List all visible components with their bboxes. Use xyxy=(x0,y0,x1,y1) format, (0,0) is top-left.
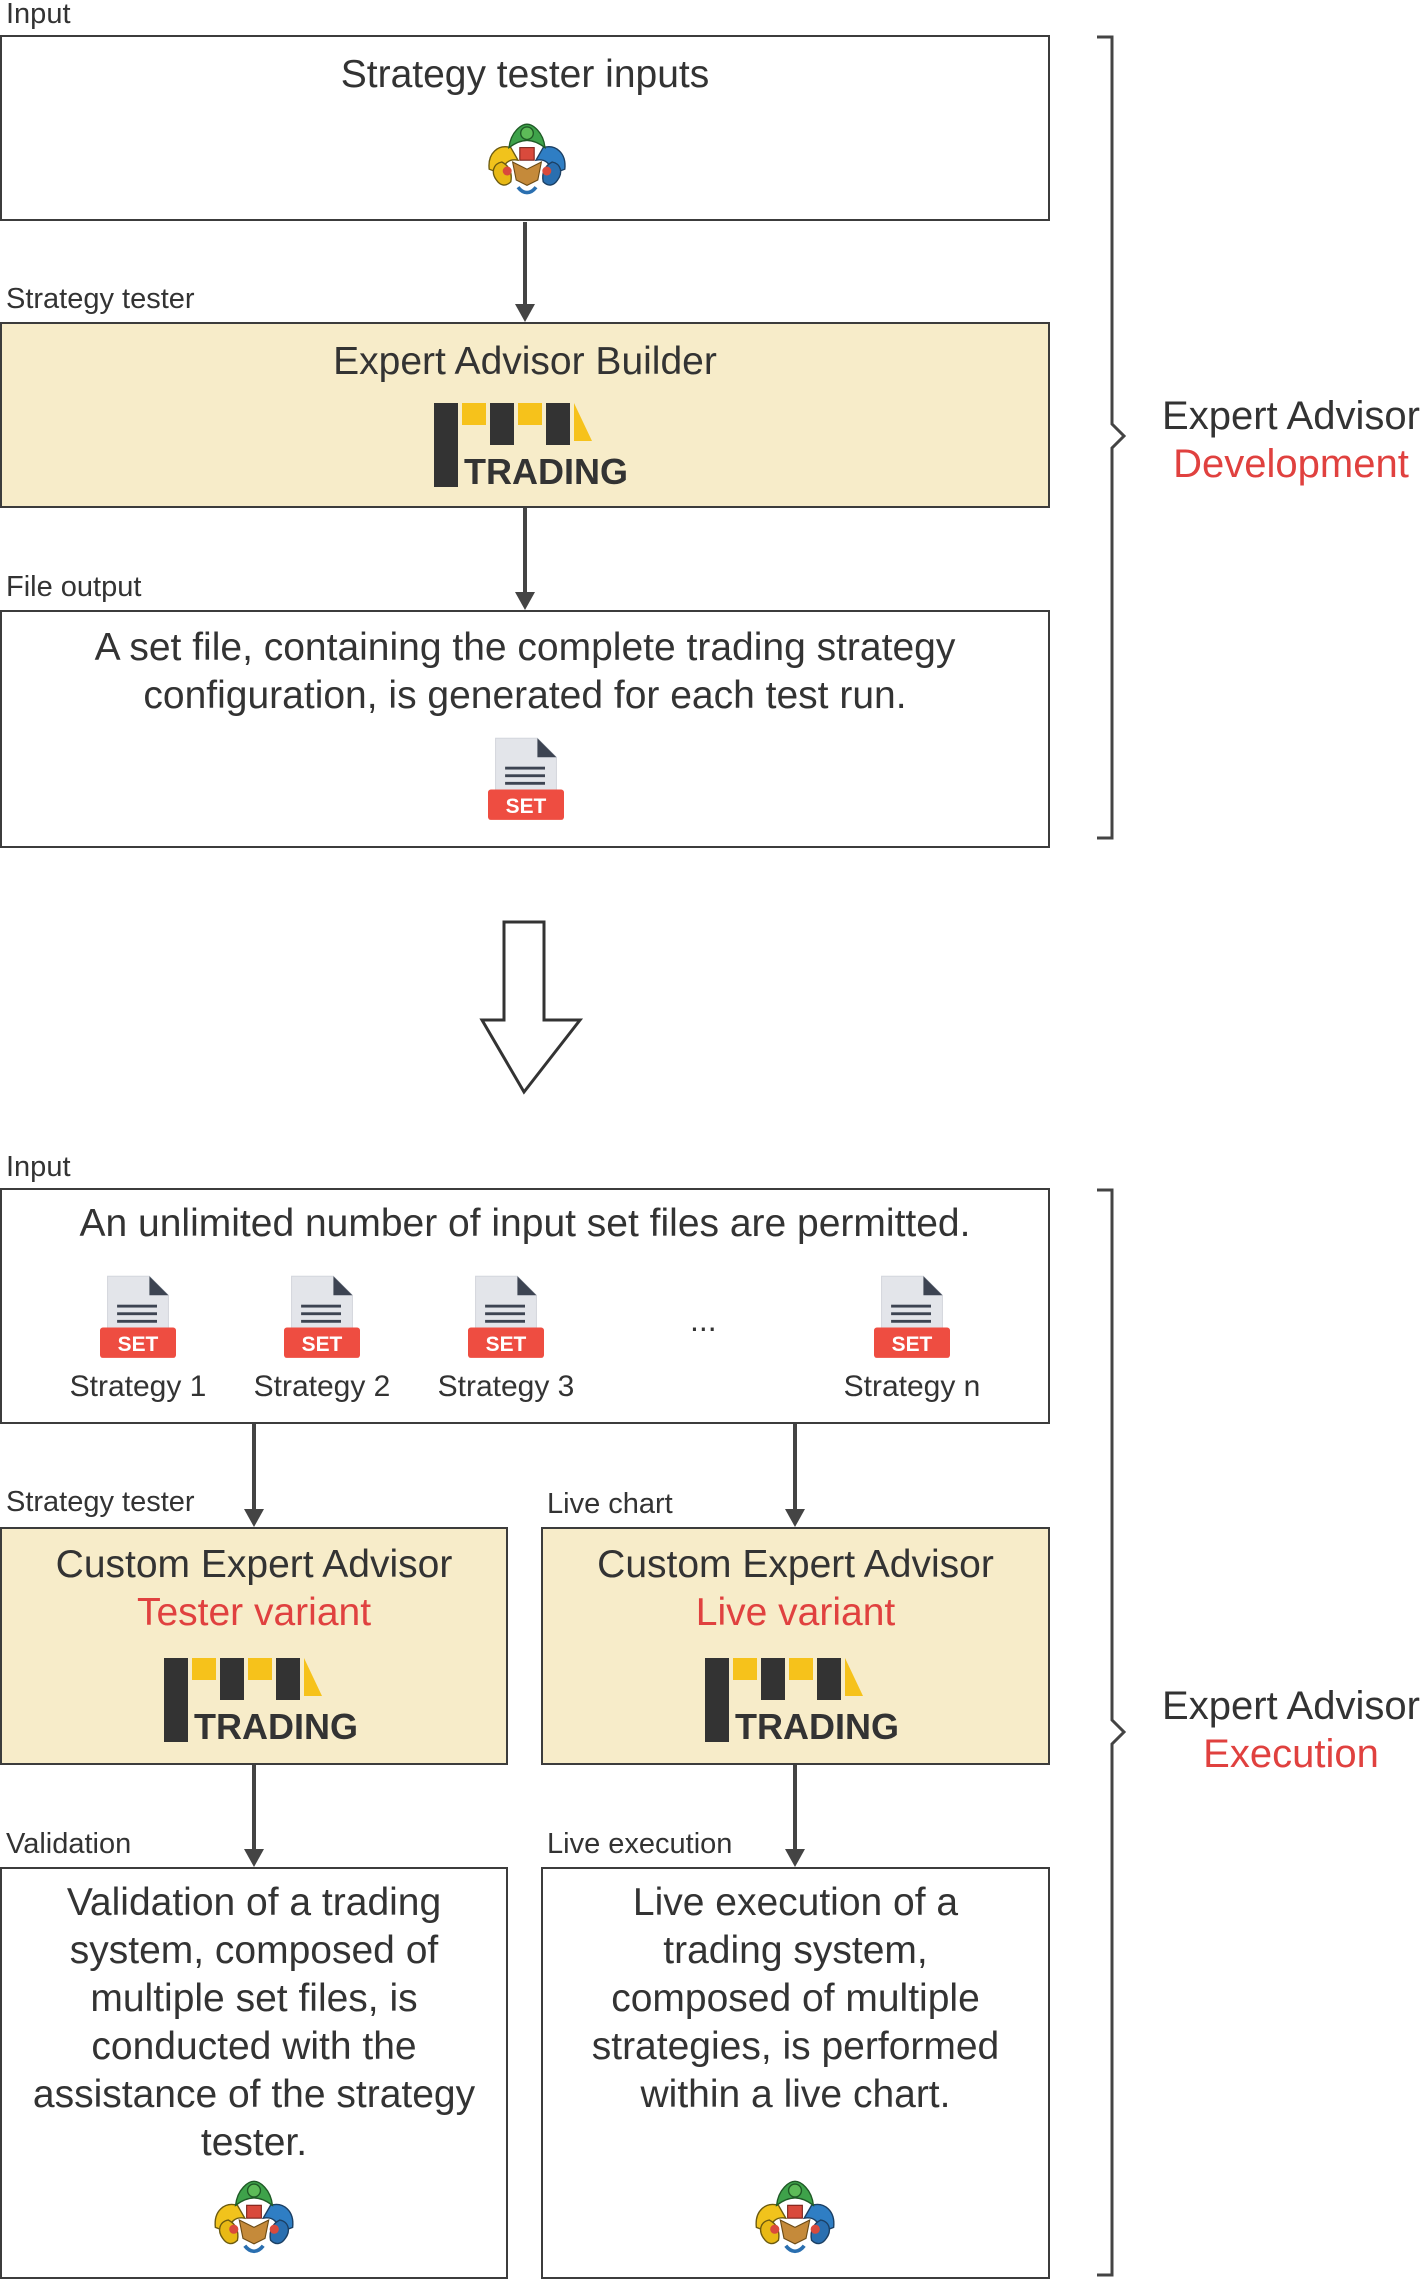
validation-box: Validation of a trading system, composed… xyxy=(0,1867,508,2279)
live-line-5: within a live chart. xyxy=(640,2073,951,2116)
builder-box: Expert Advisor Builder TRADING xyxy=(0,322,1050,508)
dev-connectors xyxy=(515,35,1127,840)
validation-line-4: conducted with the xyxy=(91,2025,417,2068)
set-badge-text: SET xyxy=(302,1333,343,1356)
trading-logo-text: TRADING xyxy=(464,451,628,492)
exec-live-label: Live chart xyxy=(547,1488,673,1520)
set-badge-text: SET xyxy=(486,1333,527,1356)
set-badge-text: SET xyxy=(118,1333,159,1356)
exec-input-title: An unlimited number of input set files a… xyxy=(79,1202,971,1245)
dev-input-title: Strategy tester inputs xyxy=(340,53,710,96)
dev-tester-label: Strategy tester xyxy=(6,283,195,315)
exec-input-label: Input xyxy=(6,1151,71,1183)
file-output-box: A set file, containing the complete trad… xyxy=(0,610,1050,848)
tester-variant-title: Custom Expert Advisor xyxy=(55,1543,453,1586)
trading-logo-text: TRADING xyxy=(735,1706,899,1747)
live-line-3: composed of multiple xyxy=(611,1977,980,2020)
dev-side-line1: Expert Advisor xyxy=(1162,394,1420,438)
strategy-2-label: Strategy 2 xyxy=(253,1370,391,1403)
trading-logo-icon: TRADING xyxy=(434,403,628,492)
trading-logo-icon: TRADING xyxy=(705,1658,899,1747)
validation-line-2: system, composed of xyxy=(69,1929,439,1972)
exec-input-box: An unlimited number of input set files a… xyxy=(0,1188,1050,1424)
exec-side-line2: Execution xyxy=(1203,1732,1379,1776)
validation-line-3: multiple set files, is xyxy=(90,1977,418,2020)
file-output-label: File output xyxy=(6,571,142,603)
validation-label: Validation xyxy=(6,1828,132,1860)
tester-variant-subtitle: Tester variant xyxy=(136,1591,372,1634)
file-text-line2: configuration, is generated for each tes… xyxy=(143,674,907,717)
ellipsis: ... xyxy=(690,1302,717,1338)
strategy-3-label: Strategy 3 xyxy=(437,1370,575,1403)
trading-logo-icon: TRADING xyxy=(164,1658,358,1747)
set-badge-text: SET xyxy=(892,1333,933,1356)
dev-input-label: Input xyxy=(6,0,71,30)
live-line-4: strategies, is performed xyxy=(591,2025,1000,2068)
set-file-icon-2: SET xyxy=(283,1275,361,1359)
big-down-arrow xyxy=(479,920,584,1095)
dev-side-line2: Development xyxy=(1173,442,1409,486)
exec-tester-label: Strategy tester xyxy=(6,1486,195,1518)
live-variant-box: Custom Expert Advisor Live variant TRADI… xyxy=(541,1527,1050,1765)
strategy-1-label: Strategy 1 xyxy=(69,1370,207,1403)
live-variant-title: Custom Expert Advisor xyxy=(597,1543,994,1586)
dev-side-label: Expert Advisor Development xyxy=(1141,392,1426,488)
set-file-icon-1: SET xyxy=(99,1275,177,1359)
validation-line-6: tester. xyxy=(200,2121,308,2164)
live-line-1: Live execution of a xyxy=(632,1881,959,1924)
exec-side-line1: Expert Advisor xyxy=(1162,1684,1420,1728)
set-file-icon-3: SET xyxy=(467,1275,545,1359)
builder-title: Expert Advisor Builder xyxy=(333,340,717,383)
validation-line-5: assistance of the strategy xyxy=(32,2073,476,2116)
set-badge-text: SET xyxy=(506,795,547,818)
dev-input-box: Strategy tester inputs xyxy=(0,35,1050,221)
strategy-n-label: Strategy n xyxy=(843,1370,981,1403)
set-file-icon-n: SET xyxy=(873,1275,951,1359)
file-text-line1: A set file, containing the complete trad… xyxy=(94,626,956,669)
exec-side-label: Expert Advisor Execution xyxy=(1141,1682,1426,1778)
live-execution-box: Live execution of a trading system, comp… xyxy=(541,1867,1050,2279)
live-line-2: trading system, xyxy=(663,1929,928,1972)
live-variant-subtitle: Live variant xyxy=(695,1591,896,1634)
set-file-icon: SET xyxy=(487,737,565,821)
live-execution-label: Live execution xyxy=(547,1828,733,1860)
tester-variant-box: Custom Expert Advisor Tester variant TRA… xyxy=(0,1527,508,1765)
validation-line-1: Validation of a trading xyxy=(66,1881,442,1924)
trading-logo-text: TRADING xyxy=(194,1706,358,1747)
